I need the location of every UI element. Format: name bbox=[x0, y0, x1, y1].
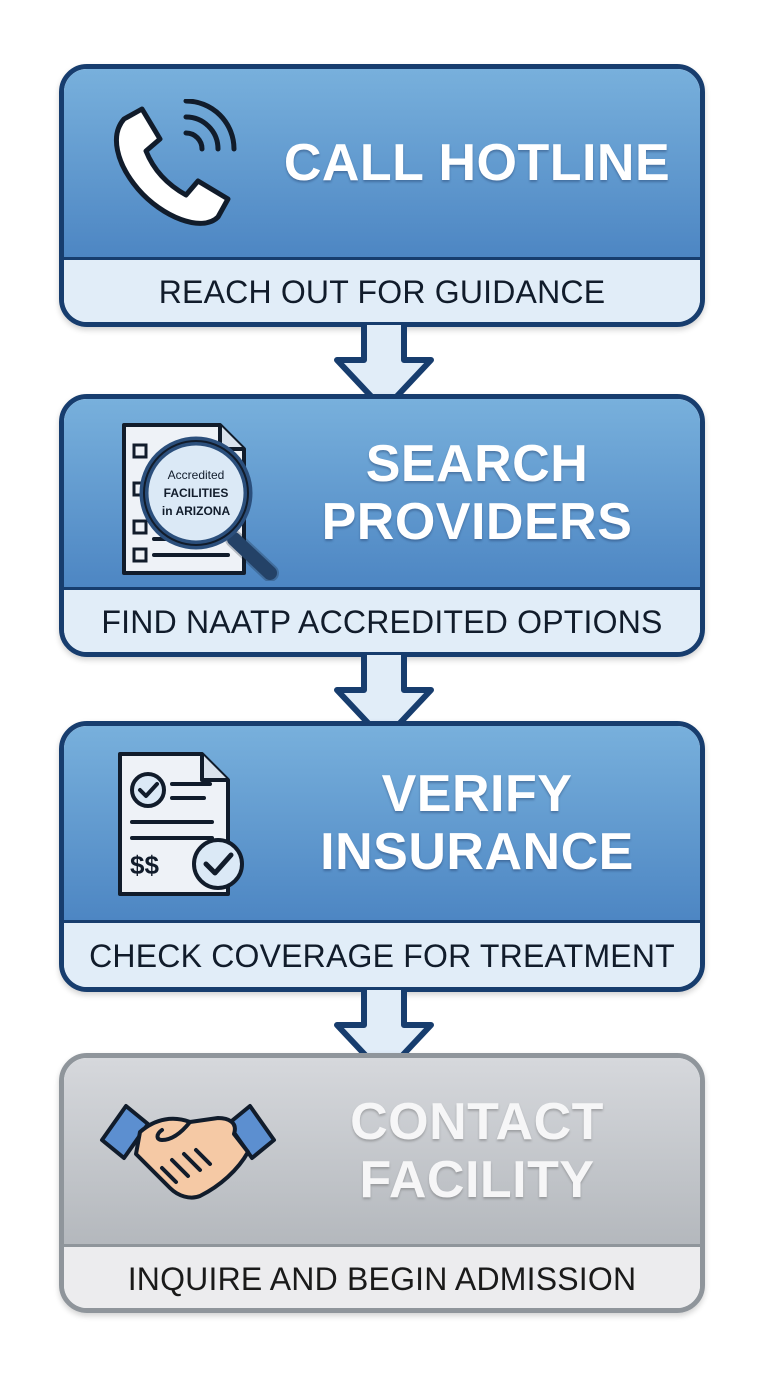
step-header: $$ VERIFY INSURANCE bbox=[64, 726, 700, 920]
step-title: VERIFY INSURANCE bbox=[254, 726, 700, 920]
icon-text-line-3: in ARIZONA bbox=[162, 504, 231, 518]
down-arrow-3 bbox=[334, 987, 434, 1078]
step-title-line-1: VERIFY bbox=[381, 765, 573, 823]
step-header: CONTACT FACILITY bbox=[64, 1058, 700, 1244]
step-subtitle: CHECK COVERAGE FOR TREATMENT bbox=[64, 920, 700, 987]
search-document-icon: Accredited FACILITIES in ARIZONA bbox=[122, 423, 279, 581]
step-contact-facility: CONTACT FACILITY INQUIRE AND BEGIN ADMIS… bbox=[59, 1053, 705, 1313]
phone-icon bbox=[114, 99, 237, 226]
icon-text-line-2: FACILITIES bbox=[164, 486, 229, 500]
dollar-signs: $$ bbox=[130, 850, 159, 880]
step-title: CONTACT FACILITY bbox=[254, 1058, 700, 1244]
step-subtitle: REACH OUT FOR GUIDANCE bbox=[64, 257, 700, 322]
step-call-hotline: CALL HOTLINE REACH OUT FOR GUIDANCE bbox=[59, 64, 705, 327]
step-subtitle: FIND NAATP ACCREDITED OPTIONS bbox=[64, 587, 700, 652]
step-title: SEARCH PROVIDERS bbox=[254, 399, 700, 587]
step-header: Accredited FACILITIES in ARIZONA SEARCH … bbox=[64, 399, 700, 587]
down-arrow-2 bbox=[334, 652, 434, 743]
handshake-icon bbox=[100, 1104, 276, 1200]
insurance-document-icon: $$ bbox=[118, 752, 244, 896]
step-title-line-1: SEARCH bbox=[365, 435, 589, 493]
step-title-line-2: PROVIDERS bbox=[321, 493, 633, 551]
step-subtitle: INQUIRE AND BEGIN ADMISSION bbox=[64, 1244, 700, 1308]
step-title-line-2: FACILITY bbox=[359, 1151, 595, 1209]
step-title-line-2: INSURANCE bbox=[320, 823, 634, 881]
step-title: CALL HOTLINE bbox=[254, 69, 700, 257]
step-title-text: CALL HOTLINE bbox=[283, 134, 671, 192]
step-search-providers: Accredited FACILITIES in ARIZONA SEARCH … bbox=[59, 394, 705, 657]
step-verify-insurance: $$ VERIFY INSURANCE CHECK COVERAGE FOR T… bbox=[59, 721, 705, 992]
step-header: CALL HOTLINE bbox=[64, 69, 700, 257]
down-arrow-1 bbox=[334, 322, 434, 413]
step-title-line-1: CONTACT bbox=[350, 1093, 604, 1151]
icon-text-line-1: Accredited bbox=[168, 468, 225, 482]
